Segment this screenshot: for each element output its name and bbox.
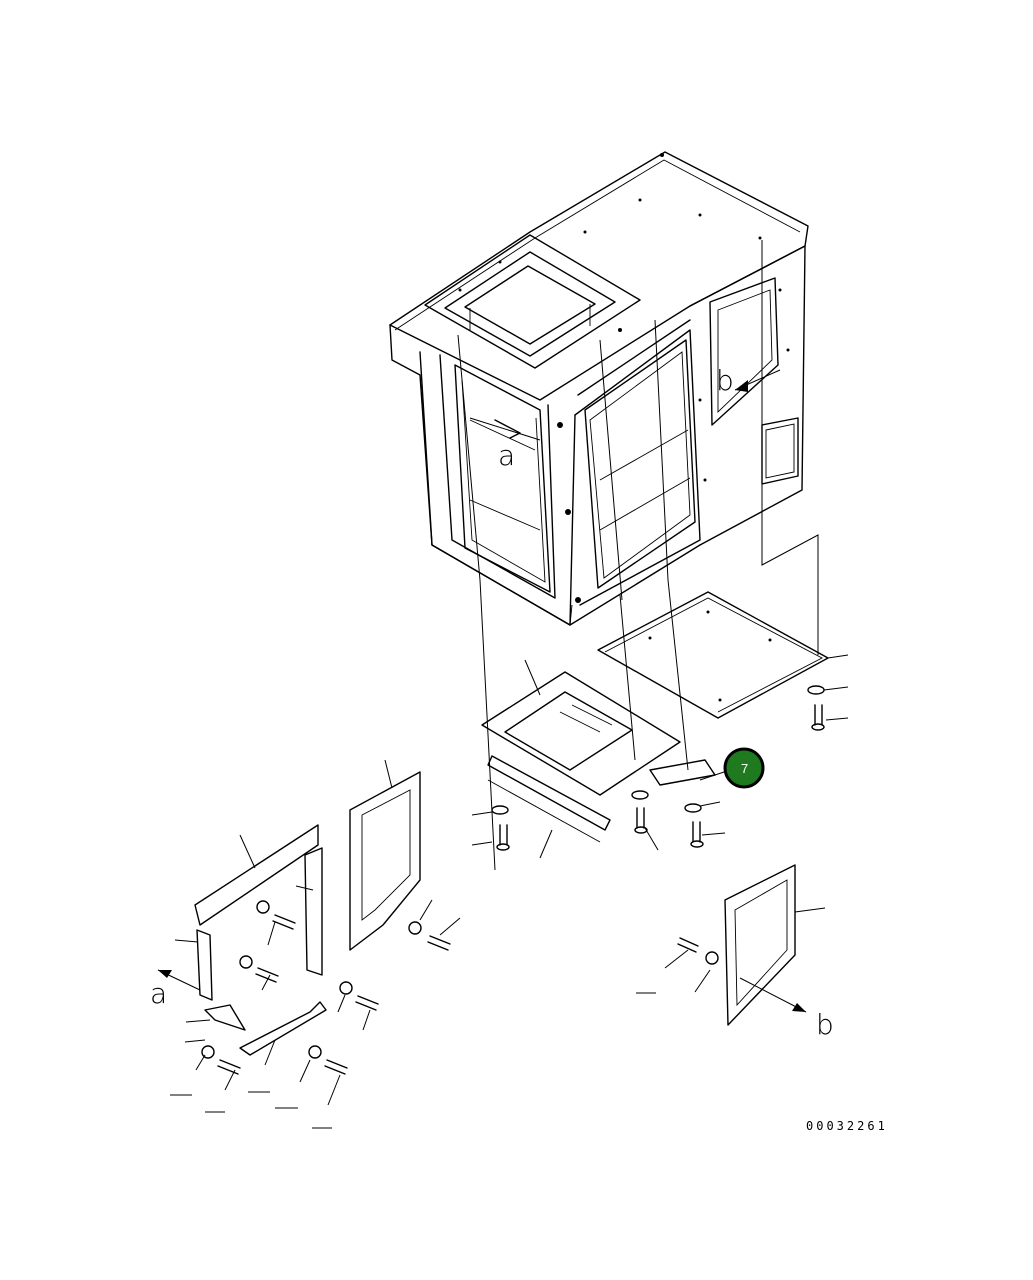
right-floor-plate <box>597 591 829 719</box>
washer <box>807 685 825 695</box>
washer <box>256 900 270 914</box>
right-door-panel <box>724 864 796 1026</box>
bolt <box>324 1059 348 1075</box>
bolt <box>811 704 825 731</box>
washer <box>705 951 719 965</box>
view-arrow-a-bottom <box>157 969 201 991</box>
view-label-a-top: a <box>498 439 515 472</box>
leader-lines <box>170 654 849 1129</box>
drawing-code: 00032261 <box>806 1119 888 1133</box>
washer <box>201 1045 215 1059</box>
floor-seal-strip <box>649 759 716 786</box>
center-floor-plate <box>481 671 681 796</box>
lower-left-brackets <box>204 1001 327 1056</box>
bolts-and-washers <box>201 685 825 1075</box>
washer <box>308 1045 322 1059</box>
washer <box>239 955 253 969</box>
view-arrow-a-top <box>469 417 541 441</box>
washer <box>631 790 649 800</box>
bolt <box>255 967 279 983</box>
bolt <box>496 824 510 851</box>
left-door-panel <box>349 771 421 951</box>
view-arrow-b-bottom <box>739 977 807 1013</box>
bolt <box>677 937 699 953</box>
view-label-b-top: b <box>716 364 734 397</box>
washer <box>684 803 702 813</box>
washer <box>408 921 422 935</box>
washer <box>491 805 509 815</box>
bolt <box>690 821 704 848</box>
callout-number: 7 <box>741 761 748 776</box>
bolt <box>427 935 451 951</box>
view-arrow-b-top <box>734 369 781 392</box>
callout-badge-7[interactable]: 7 <box>723 747 765 789</box>
bolt <box>355 995 379 1011</box>
upper-left-cover <box>194 824 323 1001</box>
floor-bracket <box>487 755 611 843</box>
view-label-b-bottom: b <box>816 1008 834 1041</box>
bolt <box>634 807 648 834</box>
bolt <box>272 914 296 930</box>
view-label-a-bottom: a <box>150 977 167 1010</box>
assembly-lines <box>457 240 819 871</box>
washer <box>339 981 353 995</box>
cab-assembly <box>389 151 809 626</box>
bolt <box>217 1059 241 1075</box>
